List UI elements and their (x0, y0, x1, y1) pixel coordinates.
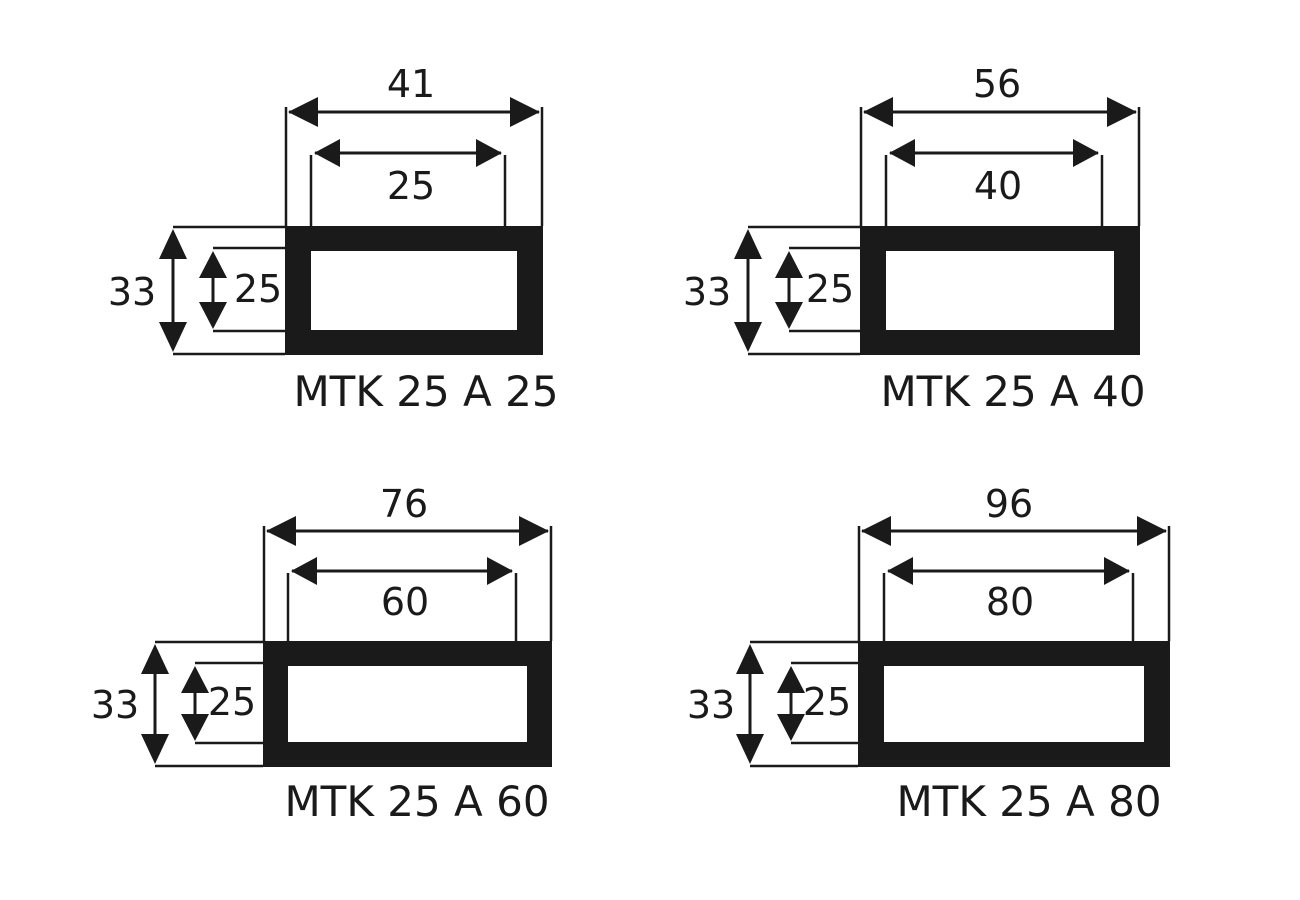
inner-height-label: 25 (208, 680, 256, 724)
outer-height-label: 33 (108, 270, 156, 314)
model-label: MTK 25 A 60 (284, 777, 549, 826)
inner-height-label: 25 (806, 267, 854, 311)
profile-window (886, 251, 1114, 330)
outer-width-label: 76 (380, 482, 428, 526)
model-label: MTK 25 A 25 (293, 367, 558, 416)
inner-width-label: 40 (974, 164, 1022, 208)
model-label: MTK 25 A 40 (880, 367, 1145, 416)
inner-width-label: 25 (387, 164, 435, 208)
inner-height-label: 25 (803, 680, 851, 724)
profile-window (311, 251, 517, 330)
inner-height-label: 25 (234, 267, 282, 311)
outer-width-label: 41 (387, 62, 435, 106)
profile-window (884, 666, 1144, 742)
inner-width-label: 60 (381, 580, 429, 624)
outer-height-label: 33 (683, 270, 731, 314)
outer-height-label: 33 (91, 683, 139, 727)
inner-width-label: 80 (986, 580, 1034, 624)
profile-window (288, 666, 527, 742)
model-label: MTK 25 A 80 (896, 777, 1161, 826)
outer-height-label: 33 (687, 683, 735, 727)
outer-width-label: 56 (973, 62, 1021, 106)
outer-width-label: 96 (985, 482, 1033, 526)
